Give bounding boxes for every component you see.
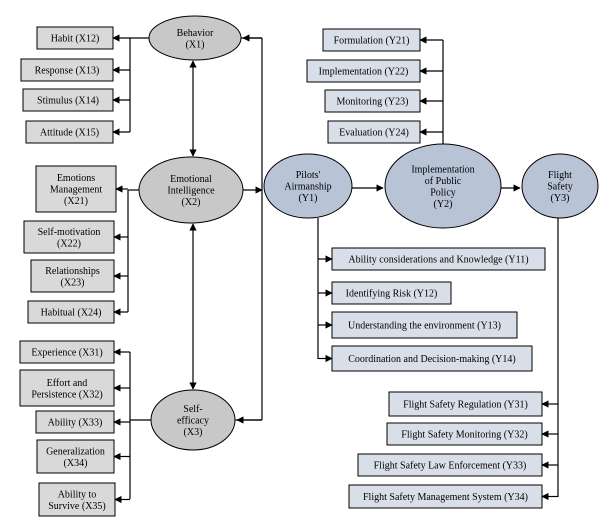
x3-construct-ellipse: [150, 389, 236, 451]
x3-indicator-box: [19, 340, 115, 364]
y2-indicator-box: [327, 120, 421, 144]
connector-lines: [112, 34, 559, 504]
y1-indicator-box: [331, 247, 546, 271]
y1-construct-ellipse-label: Pilots'Airmanship(Y1): [284, 170, 331, 204]
y1-indicator-box-label: Ability considerations and Knowledge (Y1…: [348, 255, 528, 266]
x1-indicator-box: [36, 26, 114, 50]
x1-indicator-box: [25, 120, 114, 144]
x2-indicator-box: [23, 220, 115, 254]
y3-indicator-box-label: Flight Safety Regulation (Y31): [403, 400, 528, 411]
x2-indicator-box: [27, 300, 115, 324]
diagram-nodes: Habit (X12) Response (X13) Stimulus (X14) A…: [19, 15, 599, 517]
x1-indicator-box-label: Response (X13): [35, 66, 100, 77]
y3-construct-ellipse: [521, 153, 599, 219]
x3-indicator-box: [36, 439, 115, 474]
x1-indicator-box-label: Habit (X12): [51, 34, 100, 45]
y2-indicator-box: [324, 89, 421, 113]
y3-indicator-box: [388, 391, 543, 417]
y3-indicator-box-label: Flight Safety Management System (Y34): [363, 492, 528, 503]
y1-construct-ellipse: [263, 153, 353, 219]
x3-indicator-box-label: Ability (X33): [48, 418, 103, 429]
y1-indicator-box-label: Understanding the environment (Y13): [348, 321, 501, 332]
y1-indicator-box-label: Coordination and Decision-making (Y14): [348, 354, 515, 365]
x2-indicator-box: [35, 165, 117, 213]
y2-indicator-box-label: Monitoring (Y23): [337, 97, 409, 108]
y1-indicator-box: [331, 345, 533, 372]
y1-indicator-box-label: Identifying Risk (Y12): [346, 289, 438, 300]
x2-construct-ellipse: [138, 156, 244, 224]
x3-indicator-box: [38, 482, 116, 517]
y3-indicator-box: [357, 453, 543, 477]
x3-construct-ellipse-label: Self-efficacy(X3): [177, 404, 209, 438]
y3-indicator-box: [348, 484, 543, 509]
y2-indicator-box-label: Evaluation (Y24): [339, 128, 409, 139]
x2-indicator-box-label: Relationships(X23): [45, 266, 100, 289]
y1-indicator-box: [331, 281, 452, 305]
x2-indicator-box: [30, 259, 115, 293]
x1-indicator-box-label: Stimulus (X14): [37, 96, 99, 107]
x1-indicator-box: [22, 88, 114, 112]
y2-indicator-box: [322, 28, 421, 52]
y3-indicator-box-label: Flight Safety Law Enforcement (Y33): [374, 461, 527, 472]
x2-indicator-box-label: Habitual (X24): [41, 308, 102, 319]
y1-indicator-box: [331, 311, 518, 339]
x1-construct-ellipse: [148, 15, 242, 61]
x3-indicator-box: [19, 369, 115, 407]
x3-indicator-box-label: Experience (X31): [31, 348, 102, 359]
x3-indicator-box-label: Generalization(X34): [46, 446, 105, 469]
x3-indicator-box: [35, 410, 115, 434]
y3-indicator-box-label: Flight Safety Monitoring (Y32): [401, 430, 527, 441]
x1-construct-ellipse-label: Behavior(X1): [177, 28, 214, 51]
x2-indicator-box-label: Self-motivation(X22): [38, 227, 101, 250]
x1-indicator-box-label: Attitude (X15): [40, 128, 99, 139]
y3-indicator-box: [386, 422, 543, 446]
y2-indicator-box-label: Formulation (Y21): [334, 36, 410, 47]
y2-indicator-box: [306, 59, 421, 83]
y2-construct-ellipse: [384, 143, 502, 229]
x1-indicator-box: [20, 58, 114, 82]
y2-indicator-box-label: Implementation (Y22): [319, 67, 409, 78]
